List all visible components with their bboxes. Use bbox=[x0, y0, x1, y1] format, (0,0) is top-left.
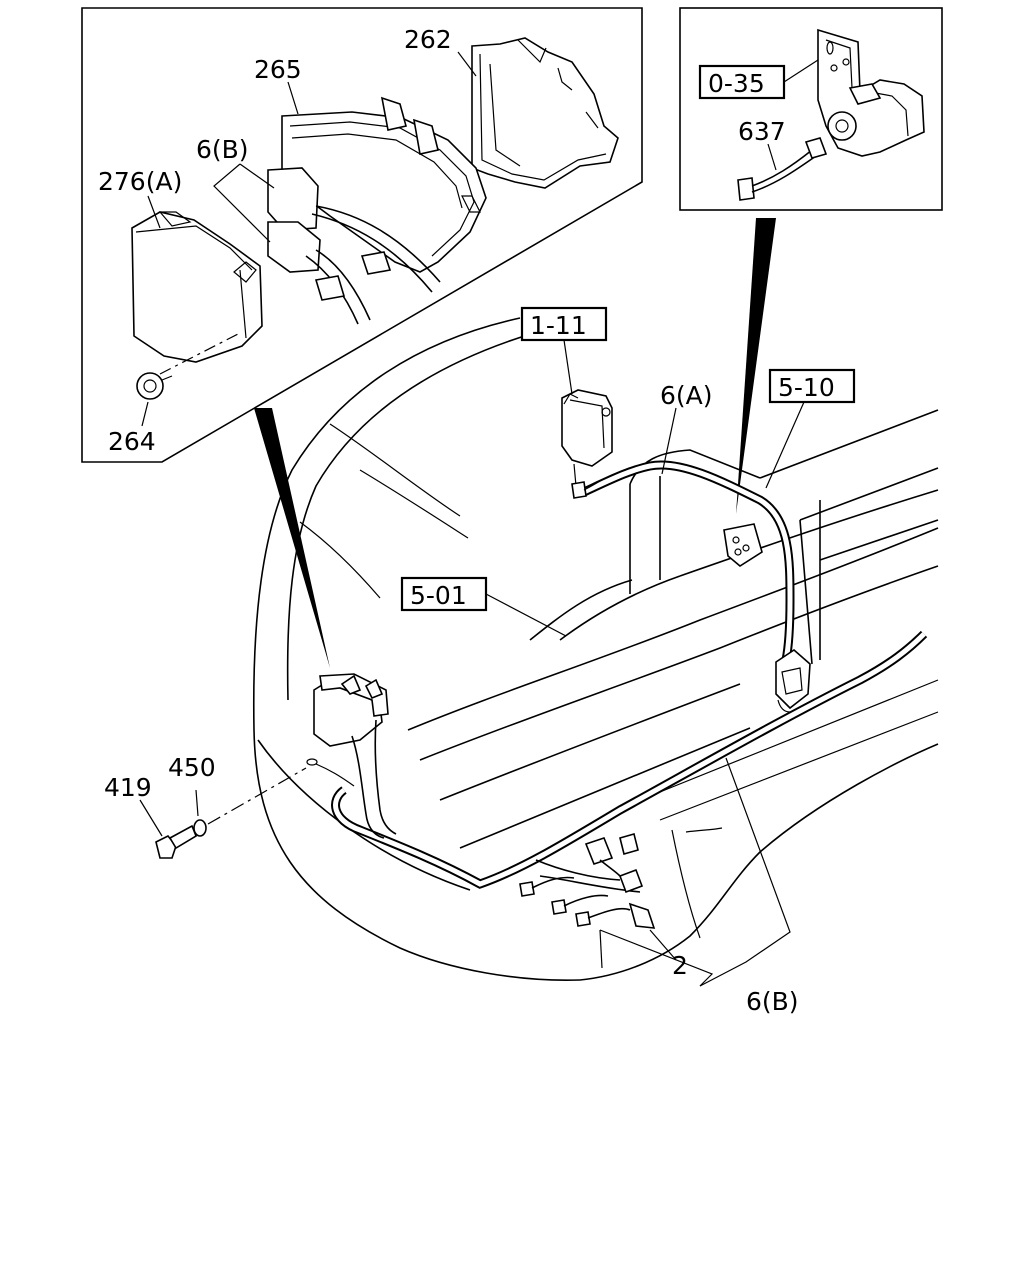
leader-6b-bottom-b bbox=[599, 929, 714, 987]
inset-frame-right bbox=[679, 7, 943, 211]
relay-1-11 bbox=[561, 389, 615, 499]
pointer-wedge-left bbox=[254, 408, 330, 668]
part-419-bolt bbox=[155, 824, 197, 859]
part-262-cover bbox=[471, 37, 619, 189]
part-276a-module-cover bbox=[131, 211, 263, 363]
abs-unit-installed bbox=[306, 673, 397, 839]
part-450-washer bbox=[193, 819, 207, 837]
part-637-harness bbox=[737, 137, 828, 201]
ref-box-5-10 bbox=[768, 368, 856, 404]
mounting-line-bolt bbox=[207, 767, 307, 825]
label-1-11: 1-11 bbox=[530, 311, 587, 340]
label-264: 264 bbox=[108, 427, 156, 456]
label-6b-bottom: 6(B) bbox=[746, 987, 799, 1016]
label-262: 262 bbox=[404, 25, 452, 54]
detail-inset-sensor: 0-35 637 bbox=[679, 7, 943, 211]
label-450: 450 bbox=[168, 753, 216, 782]
leader-2 bbox=[649, 929, 677, 961]
label-276a: 276(A) bbox=[98, 167, 182, 196]
label-5-10: 5-10 bbox=[778, 373, 835, 402]
leader-1-11 bbox=[563, 339, 573, 395]
inset-frame-left bbox=[81, 7, 643, 463]
harness-6a bbox=[582, 460, 795, 661]
label-637: 637 bbox=[738, 117, 786, 146]
label-265: 265 bbox=[254, 55, 302, 84]
leader-450 bbox=[195, 789, 199, 817]
leader-6a bbox=[661, 407, 677, 475]
connector-block-5-10 bbox=[723, 523, 763, 567]
pointer-wedge-right bbox=[736, 218, 776, 514]
branch-connectors-bottom bbox=[519, 833, 656, 929]
ref-box-5-01 bbox=[400, 576, 488, 612]
part-sensor-bracket bbox=[817, 28, 925, 157]
label-2: 2 bbox=[672, 951, 688, 980]
label-6a: 6(A) bbox=[660, 381, 713, 410]
leader-6b-bottom-a bbox=[699, 757, 791, 987]
leader-419 bbox=[139, 799, 163, 837]
connector-6b-inset bbox=[267, 167, 441, 325]
label-6b-inset: 6(B) bbox=[196, 135, 249, 164]
label-0-35: 0-35 bbox=[708, 69, 765, 98]
vehicle-body-outline bbox=[252, 317, 939, 982]
part-265-housing bbox=[281, 96, 487, 273]
leader-5-10 bbox=[765, 401, 805, 489]
harness-6b-frame bbox=[331, 630, 928, 889]
connector-cluster-right bbox=[775, 648, 811, 713]
leader-5-01 bbox=[485, 593, 567, 637]
detail-inset-abs-unit: 262 265 6(B) 276(A) 264 bbox=[81, 7, 643, 463]
label-5-01: 5-01 bbox=[410, 581, 467, 610]
part-264-nut bbox=[136, 333, 239, 400]
label-419: 419 bbox=[104, 773, 152, 802]
